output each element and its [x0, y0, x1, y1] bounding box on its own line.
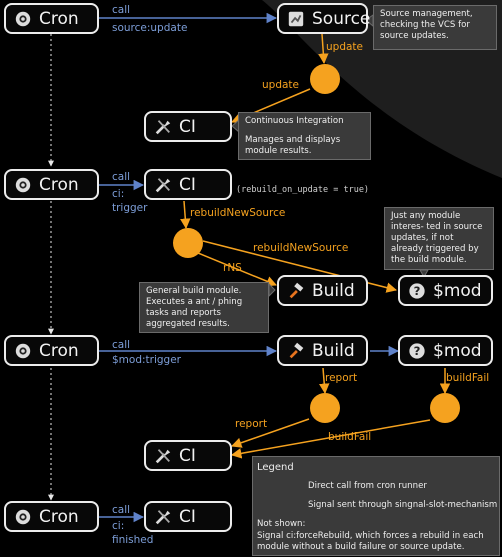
legend-title: Legend [257, 462, 294, 473]
source-node[interactable]: Source [277, 3, 371, 34]
call-method-label: $mod:trigger [112, 354, 181, 366]
build-node[interactable]: Build [277, 335, 368, 366]
node-label: $mod [433, 340, 482, 361]
call-method-label: source:update [112, 22, 188, 34]
note-pointer-mod [419, 269, 429, 279]
node-label: Source [312, 8, 371, 29]
node-label: CI [179, 445, 196, 466]
signal-label: rNS [223, 262, 242, 274]
tools-icon [155, 119, 171, 134]
call-label: call [112, 4, 131, 16]
mod-node[interactable]: ? $mod [398, 335, 493, 366]
note-mod-module: Just any module interes- ted in source u… [384, 207, 494, 270]
note-build-module: General build module. Executes a ant / p… [139, 282, 269, 333]
signal-buildfail-ci [230, 419, 431, 459]
node-label: Build [312, 280, 355, 301]
note-source-management: Source management, checking the VCS for … [373, 5, 497, 50]
help-icon: ? [409, 342, 425, 359]
svg-text:?: ? [414, 344, 421, 358]
document-icon [288, 11, 304, 26]
node-label: Cron [39, 8, 79, 29]
call-method-label: finished [112, 534, 154, 546]
signal-label: update [262, 79, 299, 91]
legend-box: Legend Direct call from cron runner Sign… [252, 456, 500, 556]
ci-node[interactable]: CI [144, 440, 232, 471]
cron-node[interactable]: Cron [4, 169, 99, 200]
cron-node[interactable]: Cron [4, 335, 99, 366]
legend-not-shown: Not shown: [257, 519, 306, 529]
call-method-label: ci: [112, 188, 125, 200]
note-pointer-build [268, 282, 276, 298]
node-label: CI [179, 506, 196, 527]
gear-icon [15, 11, 31, 26]
signal-source-update [318, 33, 329, 65]
note-body: Manages and displays module results. [245, 135, 341, 156]
call-label: call [112, 504, 131, 516]
signal-label: report [235, 418, 268, 430]
tools-icon [155, 177, 171, 192]
condition-label: (rebuild_on_update = true) [236, 185, 370, 195]
ci-node[interactable]: CI [144, 111, 232, 142]
gear-icon [15, 343, 31, 358]
signal-label: rebuildNewSource [190, 207, 286, 219]
svg-text:?: ? [414, 284, 421, 298]
legend-force-rebuild-b: module without a build failure or source… [257, 542, 465, 552]
node-label: Cron [39, 506, 79, 527]
mod-node[interactable]: ? $mod [398, 275, 493, 306]
node-label: Build [312, 340, 355, 361]
signal-build-report [319, 367, 330, 395]
cron-node[interactable]: Cron [4, 501, 99, 532]
signal-rebuild-build [197, 252, 277, 287]
signal-node-report [310, 393, 340, 423]
signal-label: buildFail [446, 372, 490, 384]
node-label: CI [179, 174, 196, 195]
node-label: Cron [39, 340, 79, 361]
node-label: Cron [39, 174, 79, 195]
signal-node-rebuild [173, 228, 203, 258]
call-label: call [112, 339, 131, 351]
signal-report-ci [231, 418, 310, 448]
hammer-icon [289, 342, 304, 358]
note-continuous-integration: Continuous Integration Manages and displ… [238, 112, 371, 160]
signal-node-buildfail [430, 393, 460, 423]
ci-node[interactable]: CI [144, 169, 232, 200]
tools-icon [155, 509, 171, 524]
gear-icon [15, 509, 31, 524]
build-node[interactable]: Build [277, 275, 368, 306]
call-label: call [112, 171, 131, 183]
legend-force-rebuild-a: Signal ci:forceRebuild, which forces a r… [257, 531, 484, 541]
call-method-label: ci: [112, 520, 125, 532]
signal-node-update [310, 64, 340, 94]
legend-direct-label: Direct call from cron runner [308, 481, 427, 491]
call-method-label: trigger [112, 202, 148, 214]
signal-ci-rebuild [180, 200, 191, 230]
signal-label: buildFail [328, 431, 372, 443]
ci-node[interactable]: CI [144, 501, 232, 532]
signal-label: report [325, 372, 358, 384]
note-title: Continuous Integration [245, 116, 344, 126]
node-label: $mod [433, 280, 482, 301]
tools-icon [155, 448, 171, 463]
hammer-icon [289, 282, 304, 298]
cron-node[interactable]: Cron [4, 3, 99, 34]
gear-icon [15, 177, 31, 192]
legend-signal-label: Signal sent through singnal-slot-mechani… [308, 500, 498, 510]
node-label: CI [179, 116, 196, 137]
signal-label: rebuildNewSource [253, 242, 349, 254]
signal-label: update [326, 41, 363, 53]
help-icon: ? [409, 282, 425, 299]
